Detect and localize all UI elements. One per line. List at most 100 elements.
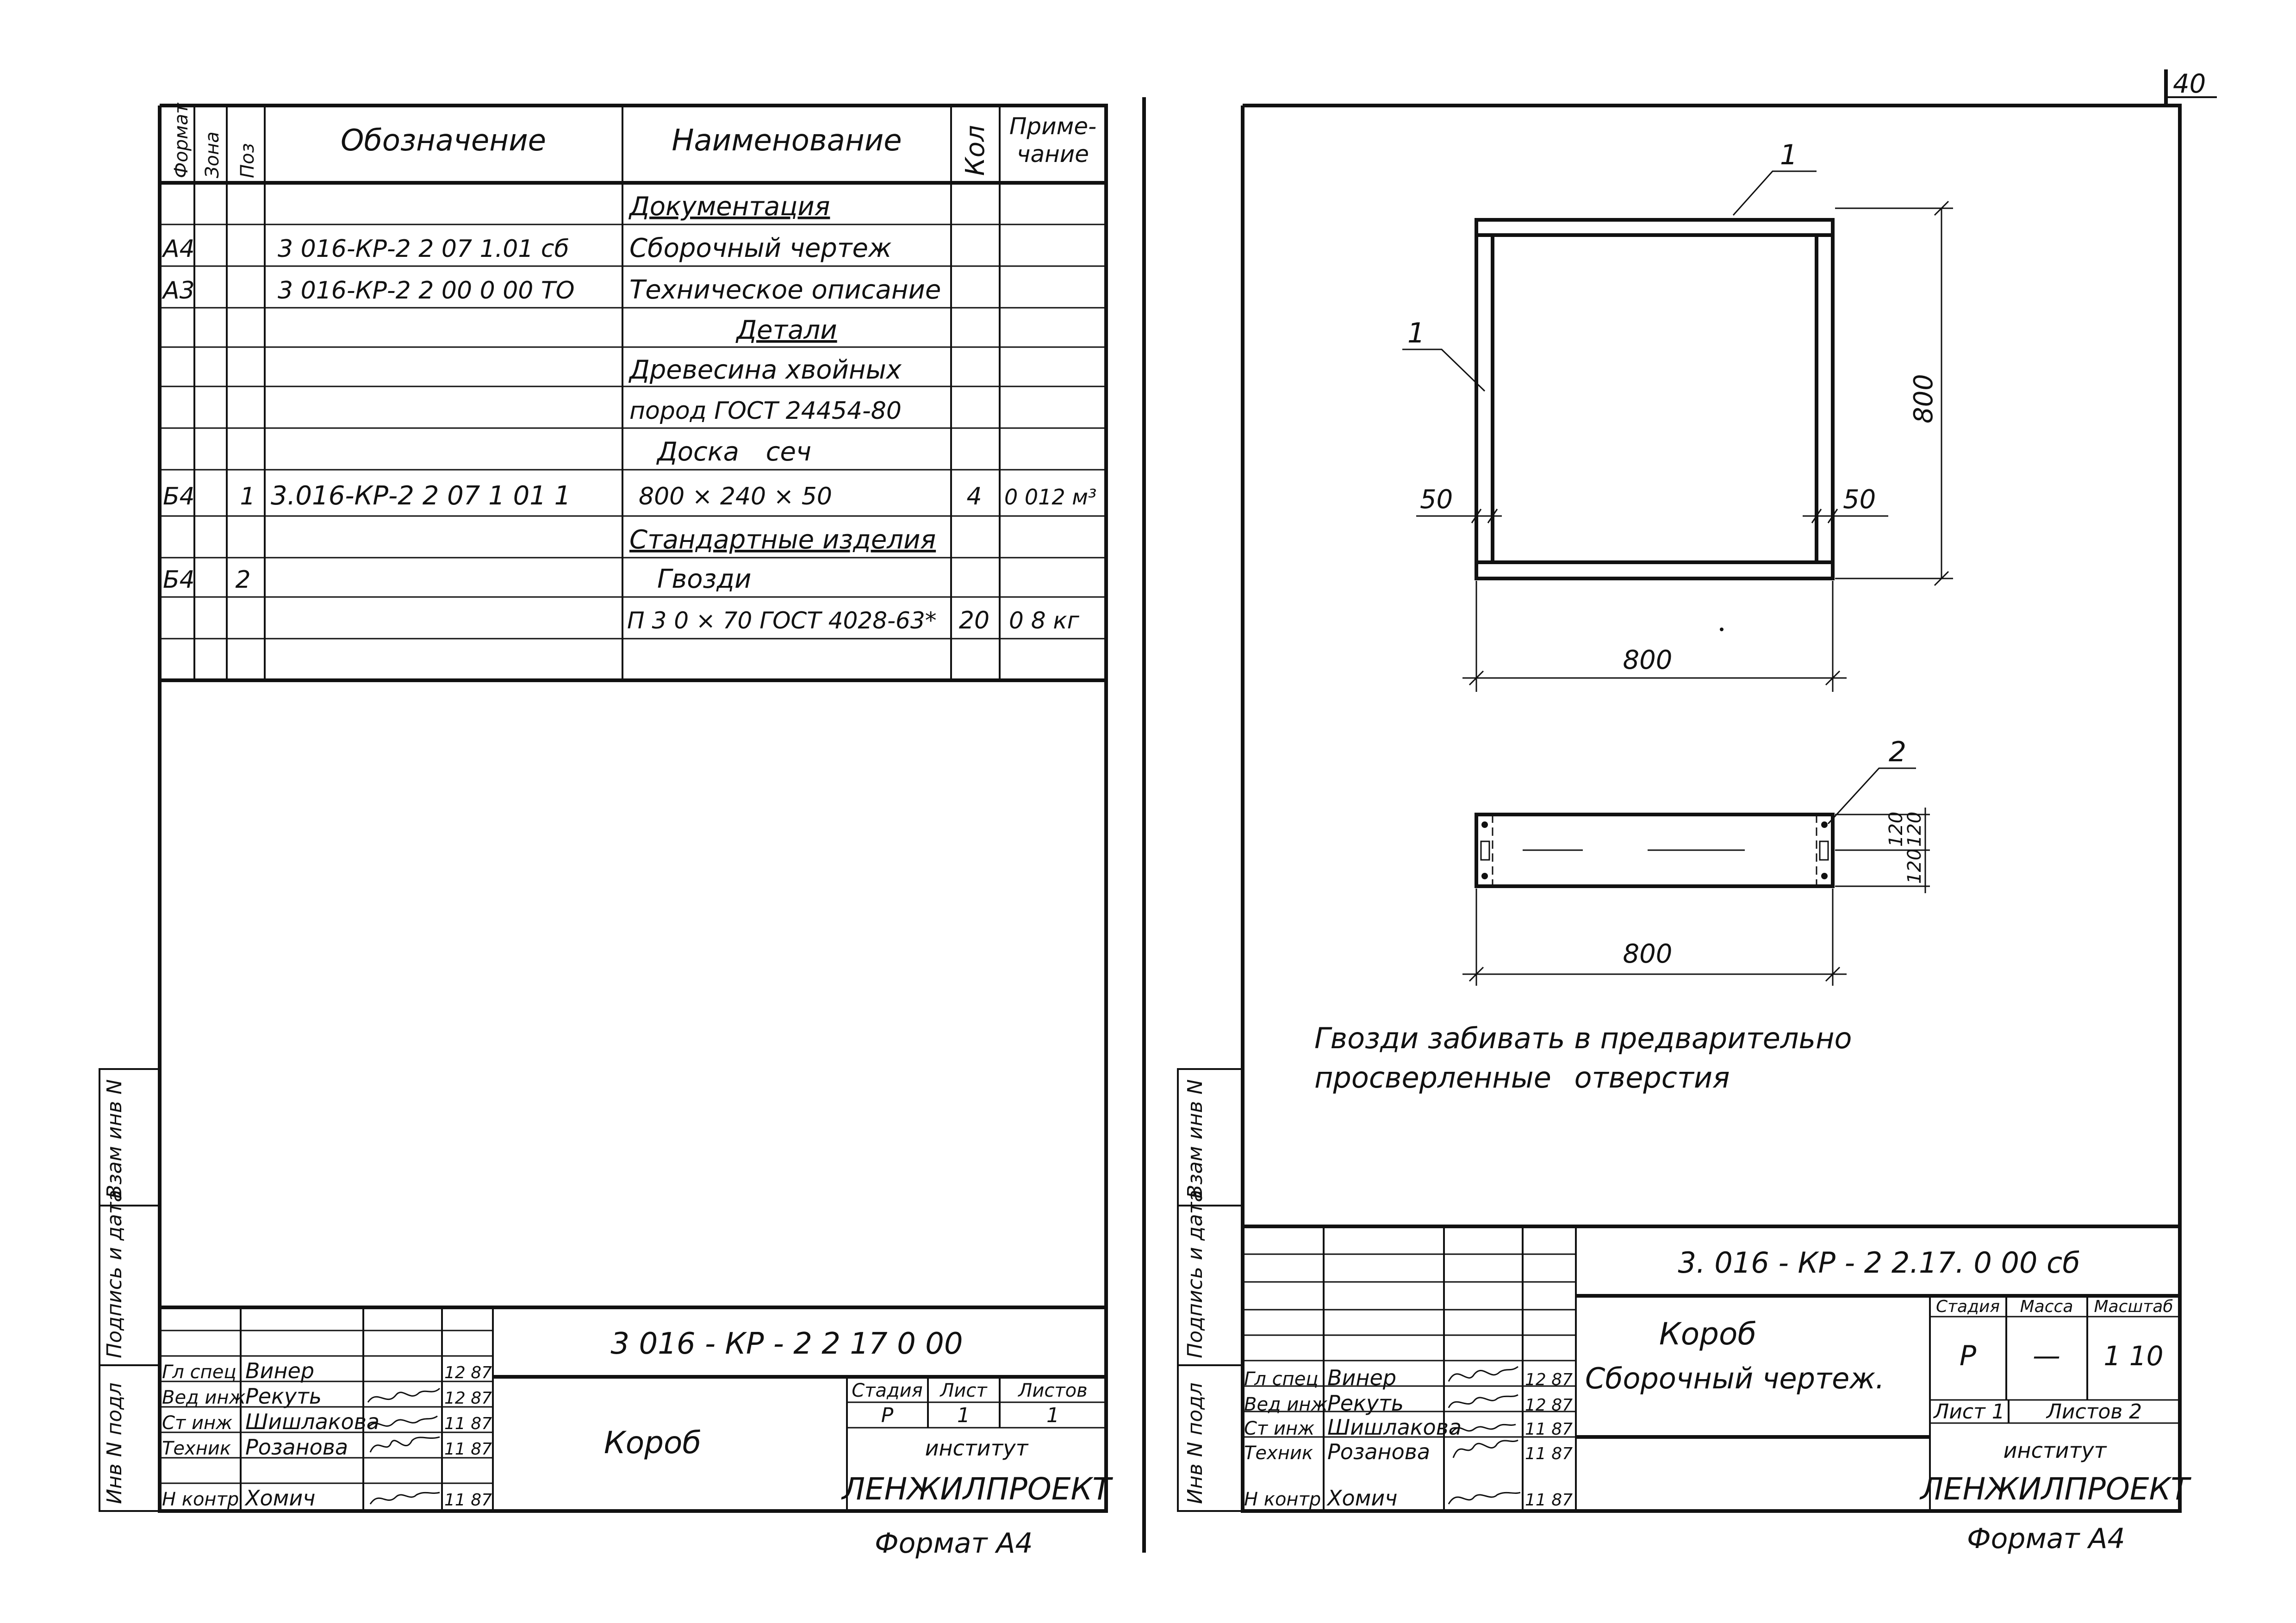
spec-row-prim: 0 012 м³ [1004, 485, 1096, 510]
signature [1448, 1366, 1518, 1382]
person-role: Вед инж [1244, 1394, 1328, 1415]
right-stadia-label: Стадия [1936, 1297, 2000, 1316]
left-list: 1 [957, 1404, 970, 1427]
side-label-vzam-inv: Взам инв N [103, 1079, 126, 1199]
person-role: Техник [162, 1438, 231, 1459]
signature [369, 1492, 440, 1505]
person-role: Ст инж [1244, 1418, 1314, 1439]
spec-row-prim: 0 8 кг [1009, 607, 1080, 634]
person-role: Вед инж [162, 1387, 246, 1408]
signature [1450, 1424, 1516, 1434]
dim-800-height: 800 [1909, 374, 1939, 423]
signature [369, 1436, 440, 1453]
drawing-dot [1720, 628, 1724, 631]
person-date: 12 87 [1525, 1370, 1573, 1389]
dim-800-width-side: 800 [1623, 939, 1673, 969]
left-institut: институт [925, 1436, 1029, 1461]
person-name: Хомич [1326, 1486, 1397, 1511]
leader-line [1402, 348, 1486, 392]
left-title-block [160, 1306, 1106, 1511]
spec-row-naim: пород ГОСТ 24454-80 [629, 397, 902, 425]
header-kol: Кол [960, 125, 990, 176]
dim-120-lower: 120 [1904, 849, 1925, 884]
spec-row-poz: 1 [240, 483, 255, 510]
side-label-podpis-data: Подпись и дата [103, 1190, 126, 1358]
right-sheet: 40 Взам инв N Подпись и дата Инв N подл … [1177, 69, 2217, 1555]
person-name: Рекуть [1327, 1391, 1404, 1416]
left-stadia-label: Стадия [852, 1380, 922, 1401]
spec-row-naim: П 3 0 × 70 ГОСТ 4028-63* [627, 607, 937, 634]
person-date: 11 87 [1525, 1491, 1573, 1510]
spec-rows: Документация А4 3 016-КР-2 2 07 1.01 сб … [162, 192, 1096, 634]
header-oboznachenie: Обозначение [341, 124, 546, 158]
right-format-label: Формат А4 [1967, 1523, 2125, 1555]
header-primechanie-1: Приме- [1009, 113, 1096, 140]
spec-row-naim: Гвозди [657, 564, 751, 594]
spec-row-naim: Стандартные изделия [629, 525, 936, 555]
dim-120-mid: 120 [1885, 812, 1907, 847]
spec-row-kol: 20 [959, 607, 989, 634]
person-date: 11 87 [1525, 1444, 1573, 1463]
spec-row-oboz: 3 016-КР-2 2 00 0 00 ТО [278, 277, 575, 305]
spec-row-naim: Техническое описание [629, 275, 941, 305]
note-line-1: Гвозди забивать в предварительно [1314, 1021, 1852, 1055]
person-name: Рекуть [245, 1384, 322, 1409]
signature [1452, 1439, 1518, 1458]
left-format-label: Формат А4 [875, 1527, 1033, 1560]
left-people: Гл спец Винер 12 87 Вед инж Рекуть 12 87… [162, 1358, 492, 1511]
right-org: ЛЕНЖИЛПРОЕКТ [1919, 1471, 2191, 1507]
leader-1-label: 1 [1407, 317, 1425, 349]
right-people: Гл спец Винер 12 87 Вед инж Рекуть 12 87… [1244, 1365, 1573, 1511]
person-role: Н контр [162, 1489, 239, 1510]
left-stadia: Р [881, 1404, 894, 1427]
page-number: 40 [2173, 69, 2206, 99]
left-listov-label: Листов [1017, 1380, 1087, 1401]
person-date: 12 87 [1525, 1396, 1573, 1415]
person-date: 11 87 [444, 1440, 492, 1459]
person-name: Шишлакова [245, 1409, 380, 1434]
person-date: 12 87 [444, 1389, 492, 1408]
person-role: Техник [1244, 1443, 1313, 1464]
right-listov: Листов 2 [2046, 1400, 2142, 1424]
side-label-podpis-data: Подпись и дата [1183, 1190, 1207, 1358]
person-name: Розанова [1327, 1439, 1430, 1464]
spec-row-oboz: 3 016-КР-2 2 07 1.01 сб [278, 235, 569, 263]
right-massa-label: Масса [2020, 1297, 2073, 1316]
header-poz: Поз [237, 143, 258, 178]
person-date: 11 87 [444, 1414, 492, 1433]
right-stadia: Р [1960, 1340, 1977, 1372]
spec-row-naim: Сборочный чертеж [629, 233, 891, 263]
spec-row-naim: Документация [628, 192, 830, 222]
signature [367, 1387, 441, 1403]
left-listov: 1 [1046, 1404, 1059, 1427]
leader-2-label: 2 [1889, 736, 1906, 768]
spec-row-poz: 2 [235, 566, 250, 594]
person-role: Гл спец [162, 1362, 236, 1383]
spec-row-naim: Древесина хвойных [628, 355, 902, 385]
person-role: Ст инж [162, 1412, 232, 1434]
spec-row-naim: Детали [735, 315, 837, 345]
right-masshtab-label: Масштаб [2094, 1297, 2173, 1316]
right-title-2: Сборочный чертеж. [1585, 1362, 1885, 1395]
dim-120-upper: 120 [1904, 812, 1925, 847]
spec-row-format: А3 [162, 277, 195, 305]
left-list-label: Лист [939, 1380, 988, 1401]
left-doc-code: 3 016 - КР - 2 2 17 0 00 [610, 1327, 963, 1361]
left-sheet: Взам инв N Подпись и дата Инв N подл [99, 97, 1146, 1560]
header-naimenovanie: Наименование [672, 124, 902, 158]
person-name: Винер [1327, 1365, 1396, 1390]
right-title-block [1243, 1225, 2180, 1511]
side-label-inv-podl: Инв N подл [1183, 1382, 1207, 1504]
right-doc-code: 3. 016 - КР - 2 2.17. 0 00 сб [1678, 1246, 2080, 1280]
leader-line [1827, 767, 1916, 825]
side-label-inv-podl: Инв N подл [103, 1382, 126, 1504]
spec-row-format: Б4 [163, 483, 195, 510]
person-date: 11 87 [1525, 1420, 1573, 1439]
box-side-view [1475, 813, 1835, 888]
person-date: 12 87 [444, 1363, 492, 1382]
header-format: Формат [171, 102, 192, 178]
spec-row-kol: 4 [966, 483, 982, 510]
box-top-view [1475, 218, 1835, 580]
spec-row-oboz: 3.016-КР-2 2 07 1 01 1 [271, 481, 571, 511]
